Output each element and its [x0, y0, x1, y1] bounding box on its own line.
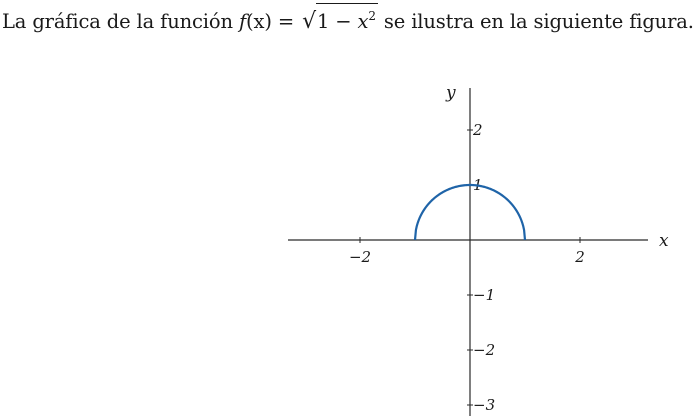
series-group [413, 183, 527, 241]
y-tick-label: −2 [473, 341, 495, 359]
radicand: 1 − x2 [315, 3, 378, 34]
function-argument: (x) [246, 10, 272, 33]
radicand-one: 1 [316, 10, 330, 33]
y-tick-label: −1 [473, 286, 495, 304]
function-name: f [238, 10, 247, 33]
semicircle-curve [413, 183, 527, 241]
y-tick-label: −3 [473, 396, 495, 414]
radicand-minus: − [329, 10, 358, 33]
radical-sign-icon: √ [302, 9, 316, 34]
y-tick-label: 2 [472, 121, 483, 139]
x-tick-label: 2 [574, 248, 585, 266]
intro-text-before: La gráfica de la función [2, 10, 239, 33]
y-axis-label: y [445, 83, 456, 103]
intro-sentence: La gráfica de la función f(x) = √1 − x2 … [2, 3, 699, 38]
equals-sign: = [271, 10, 301, 33]
intro-text-after: se ilustra en la siguiente figura. [377, 10, 694, 33]
x-tick-label: −2 [349, 248, 371, 266]
radicand-exponent: 2 [368, 9, 376, 23]
x-axis-label: x [659, 231, 669, 251]
axes: x y [288, 83, 669, 416]
square-root: √1 − x2 [300, 3, 378, 38]
radicand-variable: x [357, 10, 369, 33]
